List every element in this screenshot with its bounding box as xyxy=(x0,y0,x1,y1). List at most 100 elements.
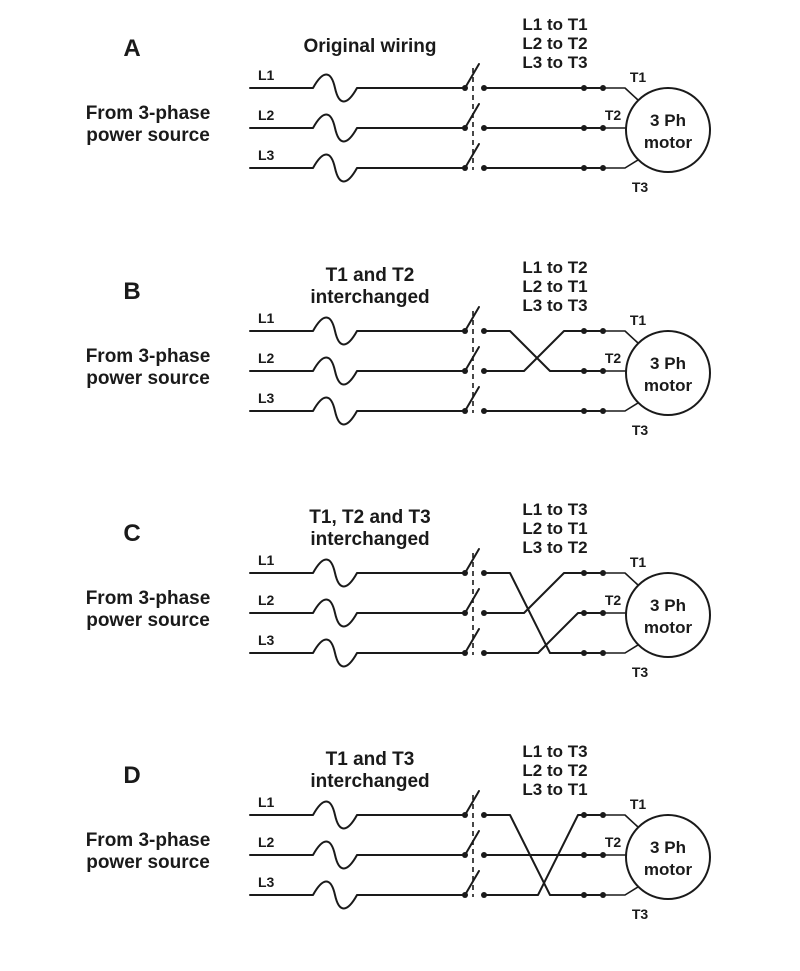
connection-wire xyxy=(483,572,585,614)
connection-wire xyxy=(483,330,585,372)
terminal-label: T2 xyxy=(605,107,622,123)
motor-lead xyxy=(602,159,639,169)
switch-blade xyxy=(464,103,480,129)
supply-wire xyxy=(249,316,466,346)
connection-wire xyxy=(483,612,585,654)
connection-mapping-line: L3 to T3 xyxy=(522,53,587,72)
motor-label: motor xyxy=(644,133,693,152)
switch-blade xyxy=(464,548,480,574)
panel-heading-line: T1, T2 and T3 xyxy=(309,507,430,528)
power-source-label: power source xyxy=(86,610,210,631)
line-label: L1 xyxy=(258,552,275,568)
switch-blade xyxy=(464,346,480,372)
supply-wire xyxy=(249,558,466,588)
connection-mapping-line: L1 to T3 xyxy=(522,500,587,519)
motor-circle xyxy=(625,814,711,900)
terminal-label: T1 xyxy=(630,796,647,812)
motor-lead xyxy=(602,402,639,412)
panel-heading-line: Original wiring xyxy=(303,36,436,57)
panel-letter: C xyxy=(123,520,140,547)
motor-circle xyxy=(625,87,711,173)
motor-lead xyxy=(602,87,639,101)
connection-mapping-line: L3 to T2 xyxy=(522,538,587,557)
connection-mapping-line: L1 to T3 xyxy=(522,742,587,761)
panel-heading-line: interchanged xyxy=(310,287,429,308)
connection-mapping-line: L1 to T1 xyxy=(522,15,587,34)
panel-heading-line: interchanged xyxy=(310,771,429,792)
line-label: L3 xyxy=(258,147,275,163)
switch-blade xyxy=(464,790,480,816)
connection-mapping-line: L3 to T1 xyxy=(522,780,587,799)
terminal-label: T3 xyxy=(632,179,649,195)
line-label: L2 xyxy=(258,834,275,850)
line-label: L3 xyxy=(258,390,275,406)
terminal-label: T3 xyxy=(632,906,649,922)
supply-wire xyxy=(249,113,466,143)
line-label: L2 xyxy=(258,592,275,608)
connection-mapping-line: L2 to T1 xyxy=(522,519,587,538)
switch-blade xyxy=(464,830,480,856)
switch-blade xyxy=(464,588,480,614)
motor-label: 3 Ph xyxy=(650,111,686,130)
switch-blade xyxy=(464,628,480,654)
supply-wire xyxy=(249,598,466,628)
supply-wire xyxy=(249,638,466,668)
switch-blade xyxy=(464,306,480,332)
terminal-label: T3 xyxy=(632,664,649,680)
connection-mapping-line: L2 to T2 xyxy=(522,34,587,53)
motor-label: 3 Ph xyxy=(650,596,686,615)
supply-wire xyxy=(249,396,466,426)
terminal-label: T2 xyxy=(605,834,622,850)
line-label: L2 xyxy=(258,350,275,366)
line-label: L3 xyxy=(258,874,275,890)
motor-label: motor xyxy=(644,376,693,395)
power-source-label: From 3-phase xyxy=(86,830,211,851)
line-label: L1 xyxy=(258,794,275,810)
panel-heading-line: T1 and T3 xyxy=(326,749,415,770)
switch-blade xyxy=(464,386,480,412)
line-label: L1 xyxy=(258,310,275,326)
motor-lead xyxy=(602,330,639,344)
line-label: L3 xyxy=(258,632,275,648)
panel-heading-line: interchanged xyxy=(310,529,429,550)
motor-label: motor xyxy=(644,860,693,879)
power-source-label: From 3-phase xyxy=(86,103,211,124)
connection-wire xyxy=(483,814,585,896)
power-source-label: power source xyxy=(86,368,210,389)
motor-label: 3 Ph xyxy=(650,838,686,857)
motor-lead xyxy=(602,644,639,654)
power-source-label: power source xyxy=(86,125,210,146)
panel-letter: B xyxy=(123,278,140,305)
panel-heading-line: T1 and T2 xyxy=(326,265,415,286)
power-source-label: From 3-phase xyxy=(86,346,211,367)
switch-blade xyxy=(464,870,480,896)
switch-blade xyxy=(464,143,480,169)
power-source-label: power source xyxy=(86,852,210,873)
motor-lead xyxy=(602,572,639,586)
supply-wire xyxy=(249,356,466,386)
motor-lead xyxy=(602,886,639,896)
line-label: L2 xyxy=(258,107,275,123)
power-source-label: From 3-phase xyxy=(86,588,211,609)
supply-wire xyxy=(249,73,466,103)
connection-wire xyxy=(483,330,585,372)
connection-mapping-line: L2 to T2 xyxy=(522,761,587,780)
connection-mapping-line: L1 to T2 xyxy=(522,258,587,277)
supply-wire xyxy=(249,153,466,183)
connection-mapping-line: L2 to T1 xyxy=(522,277,587,296)
line-label: L1 xyxy=(258,67,275,83)
motor-circle xyxy=(625,330,711,416)
terminal-label: T2 xyxy=(605,350,622,366)
motor-circle xyxy=(625,572,711,658)
supply-wire xyxy=(249,800,466,830)
panel-letter: A xyxy=(123,35,140,62)
terminal-label: T1 xyxy=(630,312,647,328)
switch-blade xyxy=(464,63,480,89)
motor-label: 3 Ph xyxy=(650,354,686,373)
